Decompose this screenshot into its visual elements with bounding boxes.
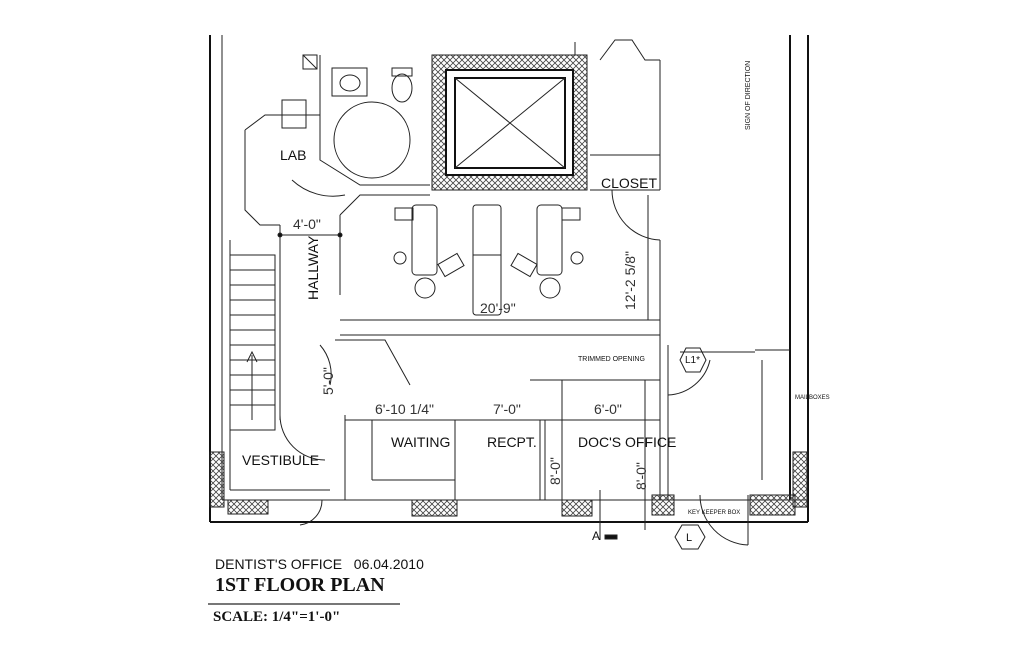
tag-l-text: L — [686, 532, 692, 544]
exterior-walls — [209, 35, 809, 523]
room-vestibule: VESTIBULE — [242, 452, 319, 468]
dim-office-depth: 8'-0" — [633, 462, 649, 490]
doors — [279, 179, 749, 546]
elevator-shaft — [431, 54, 588, 191]
room-waiting: WAITING — [391, 434, 450, 450]
dim-waiting-width: 6'-10 1/4" — [375, 401, 434, 417]
project-name: DENTIST'S OFFICE — [215, 556, 343, 572]
dim-office-width: 6'-0" — [594, 401, 622, 417]
tag-l1-text: L1* — [685, 355, 700, 366]
scale-note: SCALE: 1/4"=1'-0" — [213, 609, 341, 625]
dim-recpt-depth: 8'-0" — [547, 457, 563, 485]
dimension-lines — [277, 195, 660, 540]
room-docs-office: DOC'S OFFICE — [578, 434, 676, 450]
dim-operatory-depth: 12'-2 5/8" — [622, 251, 638, 310]
room-lab: LAB — [280, 147, 306, 163]
room-closet: CLOSET — [601, 175, 657, 191]
title-divider — [208, 603, 400, 605]
dim-vestibule-door: 5'-0" — [320, 367, 336, 395]
dim-recpt-width: 7'-0" — [493, 401, 521, 417]
dim-hall-width: 4'-0" — [293, 216, 321, 232]
restroom-fixtures — [281, 54, 413, 179]
project-line: DENTIST'S OFFICE 06.04.2010 — [215, 556, 424, 572]
tag-l1: L1* — [679, 347, 707, 373]
room-hallway: HALLWAY — [305, 235, 321, 300]
stairs — [229, 254, 276, 431]
key-keeper-label: KEY KEEPER BOX — [688, 510, 740, 516]
mailboxes-label: MAILBOXES — [795, 395, 830, 401]
sheet-title: 1ST FLOOR PLAN — [215, 574, 385, 596]
project-date: 06.04.2010 — [353, 556, 424, 572]
room-recpt: RECPT. — [487, 434, 537, 450]
tag-l: L — [674, 524, 706, 550]
dim-operatory-width: 20'-9" — [480, 300, 516, 316]
sign-of-direction-label: SIGN OF DIRECTION — [745, 61, 752, 130]
section-a-label: A — [592, 529, 600, 543]
dental-chairs — [393, 204, 584, 316]
trimmed-opening-label: TRIMMED OPENING — [578, 356, 645, 363]
